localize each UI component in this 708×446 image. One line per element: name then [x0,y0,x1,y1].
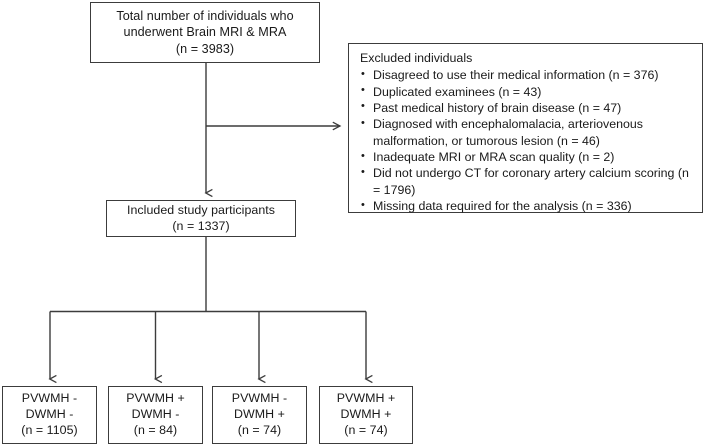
excluded-reason-text: Duplicated examinees (n = 43) [373,84,542,99]
node-group-pvwmh-pos-dwmh-pos: PVWMH + DWMH + (n = 74) [319,386,413,444]
node-group-label: PVWMH + DWMH - (n = 84) [126,391,185,437]
node-group-pvwmh-pos-dwmh-neg: PVWMH + DWMH - (n = 84) [108,386,203,444]
excluded-reasons-list: • Disagreed to use their medical informat… [358,67,694,214]
excluded-reason-text: Past medical history of brain disease (n… [373,100,622,115]
node-total-label: Total number of individuals who underwen… [116,9,294,56]
excluded-reason-item: • Did not undergo CT for coronary artery … [358,165,694,198]
bullet-icon: • [361,100,365,113]
bullet-icon: • [361,116,365,129]
node-group-label: PVWMH + DWMH + (n = 74) [336,391,396,437]
excluded-reason-item: • Diagnosed with encephalomalacia, arteri… [358,116,694,149]
bullet-icon: • [361,165,365,178]
bullet-icon: • [361,67,365,80]
node-included-label: Included study participants (n = 1337) [126,202,276,233]
excluded-reason-item: • Disagreed to use their medical informat… [358,67,694,83]
node-group-label: PVWMH - DWMH + (n = 74) [231,391,288,437]
node-excluded-individuals: Excluded individuals • Disagreed to use t… [348,43,703,213]
excluded-reason-item: • Inadequate MRI or MRA scan quality (n =… [358,149,694,165]
bullet-icon: • [361,84,365,96]
node-included-participants: Included study participants (n = 1337) [106,200,296,237]
excluded-title: Excluded individuals [360,51,473,65]
bullet-icon: • [361,198,365,211]
excluded-reason-text: Did not undergo CT for coronary artery c… [373,166,689,197]
node-group-pvwmh-neg-dwmh-pos: PVWMH - DWMH + (n = 74) [212,386,307,444]
excluded-reason-item: • Duplicated examinees (n = 43) [358,84,694,100]
bullet-icon: • [361,149,365,162]
node-group-pvwmh-neg-dwmh-neg: PVWMH - DWMH - (n = 1105) [2,386,97,444]
excluded-reason-text: Inadequate MRI or MRA scan quality (n = … [373,150,615,164]
edge-included-to-split [50,237,366,313]
excluded-reason-text: Diagnosed with encephalomalacia, arterio… [373,117,644,148]
excluded-reason-item: • Past medical history of brain disease (… [358,100,694,116]
node-group-label: PVWMH - DWMH - (n = 1105) [21,391,78,437]
excluded-reason-text: Missing data required for the analysis (… [373,199,632,214]
node-total-individuals: Total number of individuals who underwen… [90,2,320,63]
excluded-reason-item: • Missing data required for the analysis … [358,198,694,214]
excluded-reason-text: Disagreed to use their medical informati… [373,68,659,83]
